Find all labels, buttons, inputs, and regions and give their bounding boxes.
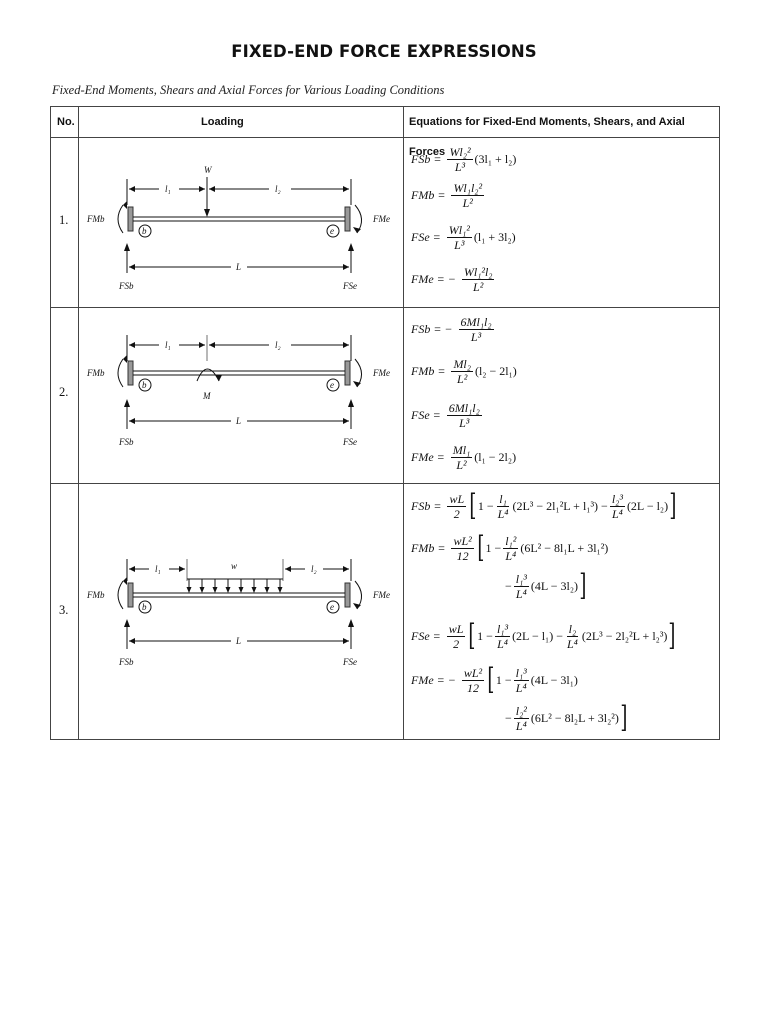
load-arrowhead xyxy=(251,587,257,593)
row-number: 1. xyxy=(59,213,69,227)
column-divider xyxy=(403,107,404,739)
dimension-l2: l₂ xyxy=(311,564,317,574)
dimension-l1: l₁ xyxy=(165,184,171,194)
load-arrowhead xyxy=(212,587,218,593)
loading-diagram-distributed-load: w l₁ l₂ L FMb FMe FSb FSe b e xyxy=(79,547,403,677)
node-e-label: e xyxy=(330,602,334,612)
fse-label: FSe xyxy=(342,281,357,291)
loading-diagram-point-load: W l₁ l₂ L FMb FMe FSb FSe b e xyxy=(79,141,403,301)
loading-diagram-moment-load: M l₁ l₂ L FMb FMe FSb FSe b e xyxy=(79,317,403,477)
load-label: w xyxy=(231,561,237,571)
dimension-span: L xyxy=(235,262,241,272)
fse-label: FSe xyxy=(342,437,357,447)
fixed-end-force-table: No. Loading Equations for Fixed-End Mome… xyxy=(50,106,720,740)
node-b-label: b xyxy=(142,602,147,612)
dimension-l1: l₁ xyxy=(165,340,171,350)
row-divider xyxy=(51,307,719,308)
load-arrowhead xyxy=(199,587,205,593)
dimension-l2: l₂ xyxy=(275,340,281,350)
node-e-label: e xyxy=(330,226,334,236)
load-arrowhead xyxy=(238,587,244,593)
load-label: W xyxy=(204,165,213,175)
dimension-l2: l₂ xyxy=(275,184,281,194)
distributed-load-arrows xyxy=(186,579,283,593)
load-arrowhead xyxy=(277,587,283,593)
load-arrowhead xyxy=(186,587,192,593)
dimension-span: L xyxy=(235,416,241,426)
row-divider xyxy=(51,483,719,484)
dimension-l1: l₁ xyxy=(155,564,161,574)
fme-label: FMe xyxy=(372,368,390,378)
fmb-label: FMb xyxy=(86,590,105,600)
node-b-label: b xyxy=(142,226,147,236)
row-number: 3. xyxy=(59,603,69,617)
dimension-span: L xyxy=(235,636,241,646)
fme-label: FMe xyxy=(372,590,390,600)
fse-label: FSe xyxy=(342,657,357,667)
table-caption: Fixed-End Moments, Shears and Axial Forc… xyxy=(52,83,445,97)
fsb-label: FSb xyxy=(118,657,134,667)
row-number: 2. xyxy=(59,385,69,399)
header-equations: Equations for Fixed-End Moments, Shears,… xyxy=(409,116,685,158)
load-label: M xyxy=(202,391,211,401)
load-arrowhead xyxy=(264,587,270,593)
page-title: FIXED-END FORCE EXPRESSIONS xyxy=(231,42,537,61)
column-divider xyxy=(78,107,79,739)
row-divider xyxy=(51,137,719,138)
fmb-label: FMb xyxy=(86,368,105,378)
fme-label: FMe xyxy=(372,214,390,224)
load-arrowhead xyxy=(225,587,231,593)
node-e-label: e xyxy=(330,380,334,390)
header-loading: Loading xyxy=(201,116,244,128)
fsb-label: FSb xyxy=(118,281,134,291)
node-b-label: b xyxy=(142,380,147,390)
fsb-label: FSb xyxy=(118,437,134,447)
header-no: No. xyxy=(57,116,75,128)
fmb-label: FMb xyxy=(86,214,105,224)
